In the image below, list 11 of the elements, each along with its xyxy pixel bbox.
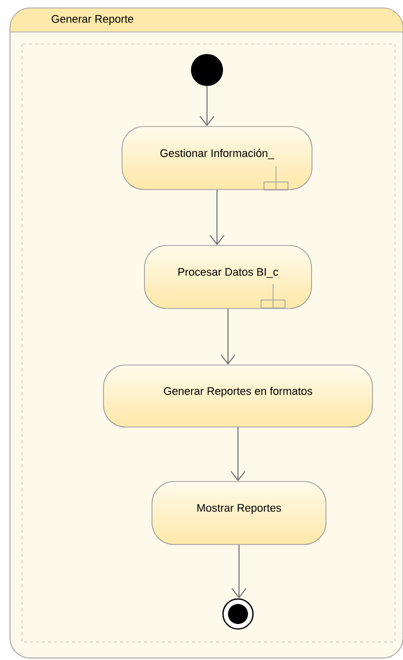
arrow bbox=[230, 426, 246, 482]
arrow bbox=[232, 544, 246, 598]
action-box: Gestionar Información_ bbox=[122, 126, 312, 190]
end-node bbox=[222, 598, 254, 630]
arrow bbox=[220, 308, 236, 365]
action-box: Generar Reportes en formatos bbox=[103, 364, 373, 428]
action-box: Mostrar Reportes bbox=[152, 481, 326, 545]
start-node bbox=[191, 54, 223, 86]
action-box: Procesar Datos BI_c bbox=[144, 245, 312, 309]
arrow bbox=[200, 86, 214, 126]
arrow bbox=[210, 189, 224, 246]
